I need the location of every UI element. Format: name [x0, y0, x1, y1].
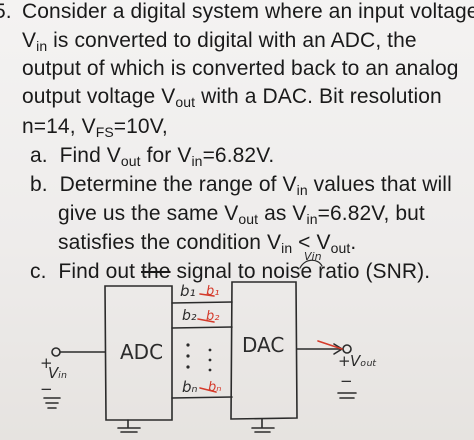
dac-label: DAC	[242, 333, 285, 357]
question-params: n=14, VFS=10V,	[22, 115, 168, 140]
ground-dac	[251, 418, 275, 433]
red-bit-n	[199, 387, 217, 393]
bit-n-label: bₙ	[182, 378, 198, 396]
scribble-note-label: Vin	[304, 250, 322, 263]
red-bit-2	[197, 318, 215, 323]
question-line-1: Consider a digital system where an input…	[22, 0, 474, 23]
bit-1-label: b₁	[180, 282, 196, 300]
ground-adc	[117, 419, 141, 433]
bit-2-label: b₂	[182, 308, 197, 324]
ground-left	[43, 397, 61, 409]
part-a: a. Find Vout for Vin=6.82V.	[30, 144, 275, 169]
question-line-4: output voltage Vout with a DAC. Bit reso…	[22, 85, 442, 110]
part-b-line-3: satisfies the condition Vin < Vout.	[58, 231, 357, 256]
bit-1-red-label: b₁	[206, 284, 220, 299]
question-number: 5.	[0, 0, 12, 23]
adc-box	[104, 285, 173, 421]
bit-line-1	[171, 301, 233, 304]
dac-box	[230, 281, 298, 420]
part-b-line-2: give us the same Vout as Vin=6.82V, but	[58, 202, 425, 227]
output-plus: +	[338, 352, 351, 370]
input-minus: −	[40, 380, 53, 398]
scribble-note	[299, 259, 323, 269]
bit-line-2	[171, 326, 233, 329]
bit-n-red-label: bₙ	[208, 380, 222, 395]
red-bit-1	[199, 293, 215, 297]
output-minus: −	[340, 372, 353, 390]
bit-2-red-label: b₂	[206, 309, 220, 324]
question-line-2: Vin is converted to digital with an ADC,…	[22, 29, 417, 54]
question-line-3: output of which is converted back to an …	[22, 57, 459, 80]
red-output-arrow	[317, 340, 343, 350]
part-b-line-1: b. Determine the range of Vin values tha…	[30, 173, 452, 198]
vin-hand-label: Vᵢₙ	[48, 364, 67, 382]
vout-hand-label: Vₒᵤₜ	[350, 352, 377, 370]
part-c: c. Find out the signal to noise ratio (S…	[30, 260, 431, 283]
ground-right	[337, 392, 357, 399]
bit-line-n	[171, 396, 233, 399]
input-plus: +	[40, 354, 53, 372]
adc-label: ADC	[120, 340, 164, 364]
struck-word: the	[141, 260, 171, 283]
